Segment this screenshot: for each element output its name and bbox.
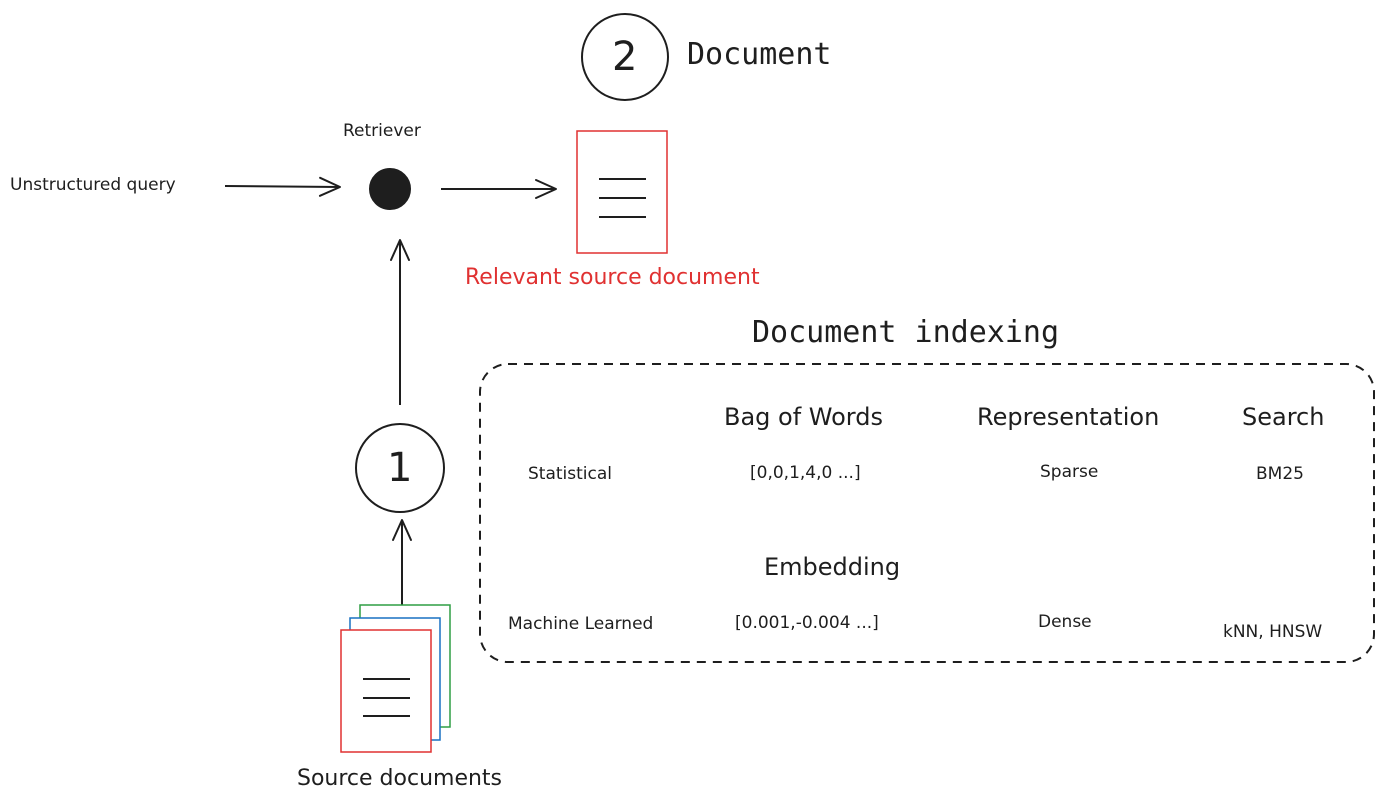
row-ml-search: kNN, HNSW	[1223, 622, 1323, 642]
source-documents-label: Source documents	[297, 766, 503, 791]
query-label: Unstructured query	[10, 175, 176, 195]
row-statistical-search: BM25	[1256, 464, 1304, 484]
row-ml-type: Machine Learned	[508, 614, 654, 634]
retriever-node	[369, 168, 411, 210]
step-2-number: 2	[612, 34, 638, 80]
step-2-circle	[581, 13, 669, 101]
relevant-document-label: Relevant source document	[465, 265, 760, 290]
header-representation: Representation	[977, 403, 1160, 431]
header-embedding: Embedding	[764, 553, 901, 581]
header-bag-of-words: Bag of Words	[724, 403, 883, 431]
retriever-label: Retriever	[343, 121, 421, 141]
row-statistical-type: Statistical	[528, 464, 612, 484]
indexing-title: Document indexing	[752, 315, 1060, 350]
row-ml-vector: [0.001,-0.004 ...]	[735, 613, 879, 633]
arrow-query-to-retriever	[224, 176, 341, 197]
row-ml-representation: Dense	[1038, 612, 1092, 632]
row-statistical-representation: Sparse	[1040, 462, 1099, 482]
source-documents-icon	[340, 604, 451, 753]
step-1-number: 1	[387, 445, 413, 491]
indexing-frame	[479, 363, 1375, 663]
relevant-document-icon	[576, 130, 668, 254]
document-step-title: Document	[687, 37, 832, 72]
header-search: Search	[1242, 403, 1325, 431]
step-1-circle	[355, 423, 445, 513]
row-statistical-vector: [0,0,1,4,0 ...]	[750, 463, 861, 483]
